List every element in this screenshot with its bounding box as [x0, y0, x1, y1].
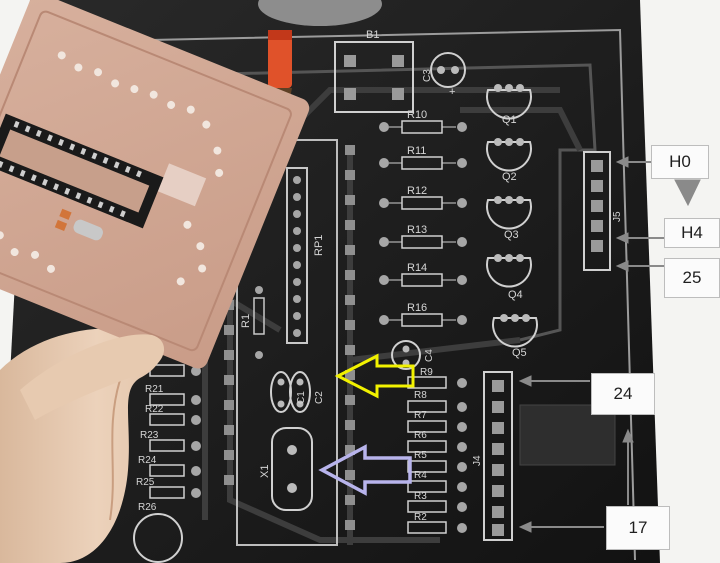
c4-label: C4 — [424, 349, 435, 362]
c3-label: C3 — [422, 69, 433, 82]
q3-label: Q3 — [504, 229, 519, 241]
r5-label: R5 — [414, 450, 427, 461]
yellow-arrow — [334, 353, 415, 399]
r4-label: R4 — [414, 470, 427, 481]
callout-17: 17 — [606, 506, 670, 550]
q5-label: Q5 — [512, 347, 527, 359]
q4-label: Q4 — [508, 289, 523, 301]
r16-label: R16 — [407, 302, 427, 314]
r8-label: R8 — [414, 390, 427, 401]
c2-label: C2 — [314, 391, 325, 404]
lower-resistor-column: R9 R8 R7 R6 R5 R4 R3 R2 — [407, 367, 467, 534]
x1-label: X1 — [259, 465, 271, 478]
transistor-column: Q1 Q2 Q3 Q4 Q5 — [486, 84, 538, 359]
callout-25: 25 — [664, 258, 720, 298]
r2-label: R2 — [414, 512, 427, 523]
held-pcb — [0, 0, 310, 369]
r25-label: R25 — [136, 477, 155, 488]
r22-label: R22 — [145, 404, 164, 415]
r10-label: R10 — [407, 109, 427, 121]
r9-label: R9 — [420, 367, 433, 378]
b1-label: B1 — [366, 29, 379, 41]
left-resistor-column: R21 R22 R23 R24 R25 R26 — [133, 364, 201, 563]
r21-label: R21 — [145, 384, 164, 395]
r26-label: R26 — [138, 502, 157, 513]
j5-label: J5 — [612, 211, 623, 222]
q2-label: Q2 — [502, 171, 517, 183]
callout-h4: H4 — [664, 218, 720, 248]
lavender-arrow — [318, 444, 412, 496]
r13-label: R13 — [407, 224, 427, 236]
r14-label: R14 — [407, 262, 427, 274]
resistor-column: R10 R11 R12 R13 — [379, 109, 467, 327]
rp1-label: RP1 — [313, 235, 325, 256]
r23-label: R23 — [140, 430, 159, 441]
r7-label: R7 — [414, 410, 427, 421]
c1-label: C1 — [296, 391, 307, 404]
thumb — [20, 334, 165, 420]
r1-label: R1 — [240, 314, 252, 328]
pointer-arrows — [518, 156, 701, 533]
r6-label: R6 — [414, 430, 427, 441]
r3-label: R3 — [414, 491, 427, 502]
r11-label: R11 — [407, 145, 426, 157]
j4-label: J4 — [472, 455, 483, 466]
callout-24: 24 — [591, 373, 655, 415]
r12-label: R12 — [407, 185, 427, 197]
callout-h0: H0 — [651, 145, 709, 179]
q1-label: Q1 — [502, 114, 517, 126]
plus-mark: + — [449, 86, 455, 98]
r24-label: R24 — [138, 455, 157, 466]
